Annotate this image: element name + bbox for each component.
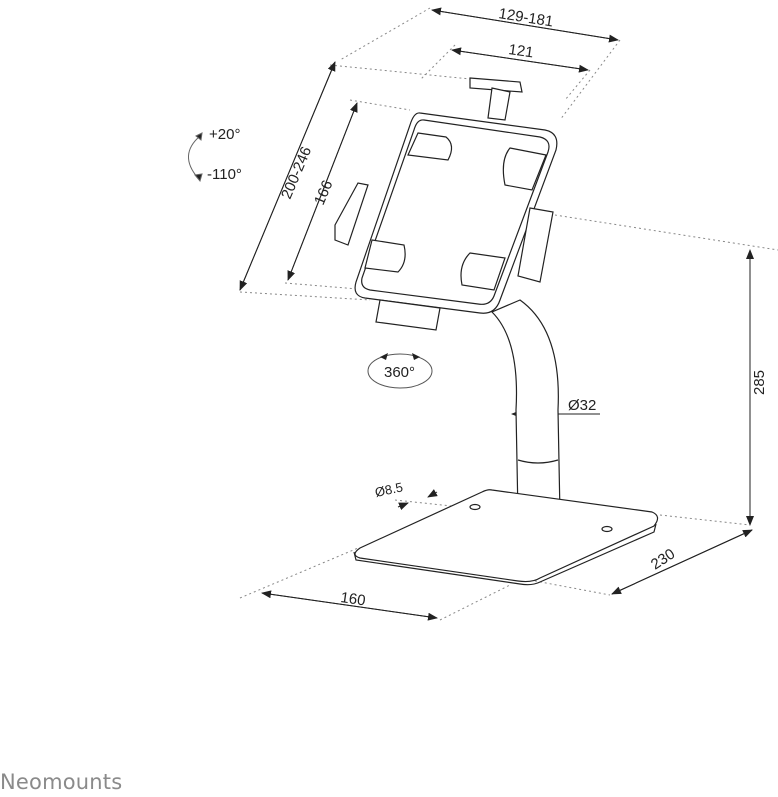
stand-base xyxy=(353,489,659,586)
tilt-up-label: +20° xyxy=(209,126,240,143)
extension-lines xyxy=(239,7,778,621)
rotation-360-icon xyxy=(367,353,433,389)
dim-base-width: 160 xyxy=(339,589,366,609)
dim-base-depth: 230 xyxy=(648,545,678,573)
dim-hole-diameter: Ø8.5 xyxy=(374,479,405,500)
tilt-arc-icon xyxy=(188,132,203,183)
dim-holder-width-inner: 121 xyxy=(507,41,534,61)
dim-total-height: 285 xyxy=(751,370,768,395)
tablet-holder xyxy=(334,77,558,331)
dim-holder-height-inner: 166 xyxy=(311,178,336,208)
dim-holder-width-range: 129-181 xyxy=(497,5,554,30)
tilt-down-label: -110° xyxy=(207,166,242,183)
dim-pole-diameter: Ø32 xyxy=(568,397,596,414)
brand-logo: Neomounts xyxy=(0,770,123,794)
rotation-label: 360° xyxy=(384,364,415,381)
dim-holder-height-range: 200-246 xyxy=(278,144,315,201)
